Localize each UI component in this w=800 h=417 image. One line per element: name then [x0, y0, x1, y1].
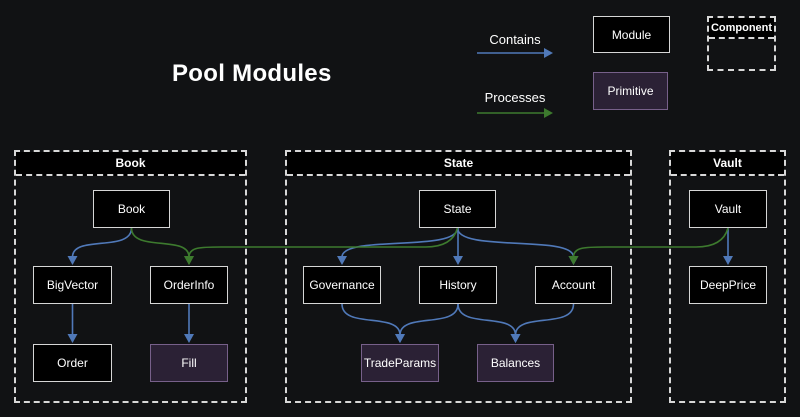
- diagram-title: Pool Modules: [172, 60, 332, 87]
- node-governance: Governance: [303, 266, 381, 304]
- legend-contains-label: Contains: [489, 32, 541, 47]
- edge-account-balances: [510, 303, 575, 343]
- node-fill: Fill: [150, 344, 228, 382]
- container-book-label: Book: [16, 152, 245, 176]
- edge-state-governance: [337, 227, 459, 265]
- node-deepprice-label: DeepPrice: [699, 278, 757, 292]
- container-state: State: [285, 150, 632, 403]
- edge-vault-account: [568, 227, 729, 265]
- legend-primitive-node: Primitive: [593, 72, 668, 110]
- node-governance-label: Governance: [309, 278, 375, 292]
- container-vault-label: Vault: [671, 152, 784, 176]
- legend-processes-label: Processes: [484, 90, 546, 105]
- node-orderinfo: OrderInfo: [150, 266, 228, 304]
- edge-history-tradeparams: [395, 303, 459, 343]
- node-book-label: Book: [117, 202, 146, 216]
- container-book: Book: [14, 150, 247, 403]
- node-bigvector-label: BigVector: [46, 278, 99, 292]
- node-vault-label: Vault: [714, 202, 742, 216]
- node-orderinfo-label: OrderInfo: [163, 278, 215, 292]
- edge-state-orderinfo: [184, 227, 459, 265]
- node-balances: Balances: [477, 344, 554, 382]
- node-state-label: State: [443, 202, 472, 216]
- edge-book-orderinfo: [130, 227, 194, 265]
- node-order: Order: [33, 344, 112, 382]
- node-tradeparams-label: TradeParams: [363, 356, 437, 370]
- edge-state-account: [456, 227, 579, 265]
- edge-history-balances: [457, 303, 521, 343]
- node-history-label: History: [439, 278, 477, 292]
- legend-module-node: Module: [593, 16, 670, 53]
- node-order-label: Order: [57, 356, 88, 370]
- node-deepprice: DeepPrice: [689, 266, 767, 304]
- node-vault: Vault: [689, 190, 767, 228]
- node-book: Book: [93, 190, 170, 228]
- edge-book-bigvector: [67, 227, 133, 265]
- legend-component-label: Component: [709, 18, 774, 39]
- container-vault: Vault: [669, 150, 786, 403]
- node-bigvector: BigVector: [33, 266, 112, 304]
- legend-primitive-label: Primitive: [607, 84, 654, 98]
- legend-component-box: Component: [707, 16, 776, 71]
- node-tradeparams: TradeParams: [361, 344, 439, 382]
- node-balances-label: Balances: [490, 356, 541, 370]
- node-account: Account: [535, 266, 612, 304]
- node-account-label: Account: [551, 278, 596, 292]
- edge-governance-tradeparams: [341, 303, 405, 343]
- node-fill-label: Fill: [181, 356, 197, 370]
- node-history: History: [419, 266, 497, 304]
- node-state: State: [419, 190, 496, 228]
- legend-module-label: Module: [611, 27, 652, 42]
- container-state-label: State: [287, 152, 630, 176]
